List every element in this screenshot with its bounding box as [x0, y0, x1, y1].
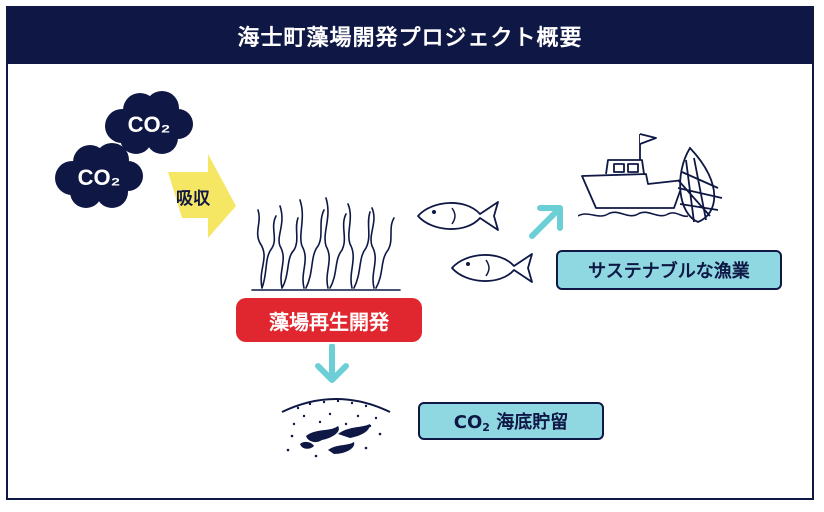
page-title: 海士町藻場開発プロジェクト概要: [237, 26, 583, 51]
sustainable-fishery-label: サステナブルな漁業: [588, 261, 750, 282]
down-arrow: [315, 344, 349, 383]
title-bar: 海士町藻場開発プロジェクト概要: [8, 8, 812, 64]
co2-storage-suffix: 海底貯留: [489, 412, 569, 433]
seabed-icon: [281, 398, 391, 458]
co2-storage-sub: 2: [482, 421, 490, 434]
co2-cloud-left-label: CO₂: [78, 165, 121, 190]
fish-icon-top: [417, 201, 499, 231]
seaweed-development-badge: 藻場再生開発: [236, 298, 422, 342]
seaweed-development-label: 藻場再生開発: [269, 309, 389, 334]
fish-icon-bottom: [451, 253, 533, 283]
co2-cloud-top-label: CO₂: [128, 112, 171, 137]
co2-cloud-top: CO₂: [105, 91, 193, 154]
co2-storage-prefix: CO: [453, 412, 483, 433]
up-right-arrow: [529, 205, 563, 239]
absorb-arrow: [168, 154, 236, 238]
co2-cloud-left: CO₂: [55, 143, 143, 208]
co2-storage-label: CO2 海底貯留: [454, 408, 568, 434]
absorb-label: 吸収: [176, 189, 210, 209]
sustainable-fishery-badge: サステナブルな漁業: [556, 250, 782, 290]
fishing-boat-icon: [578, 133, 723, 223]
seaweed-icon: [251, 197, 401, 291]
co2-storage-badge: CO2 海底貯留: [418, 402, 604, 440]
